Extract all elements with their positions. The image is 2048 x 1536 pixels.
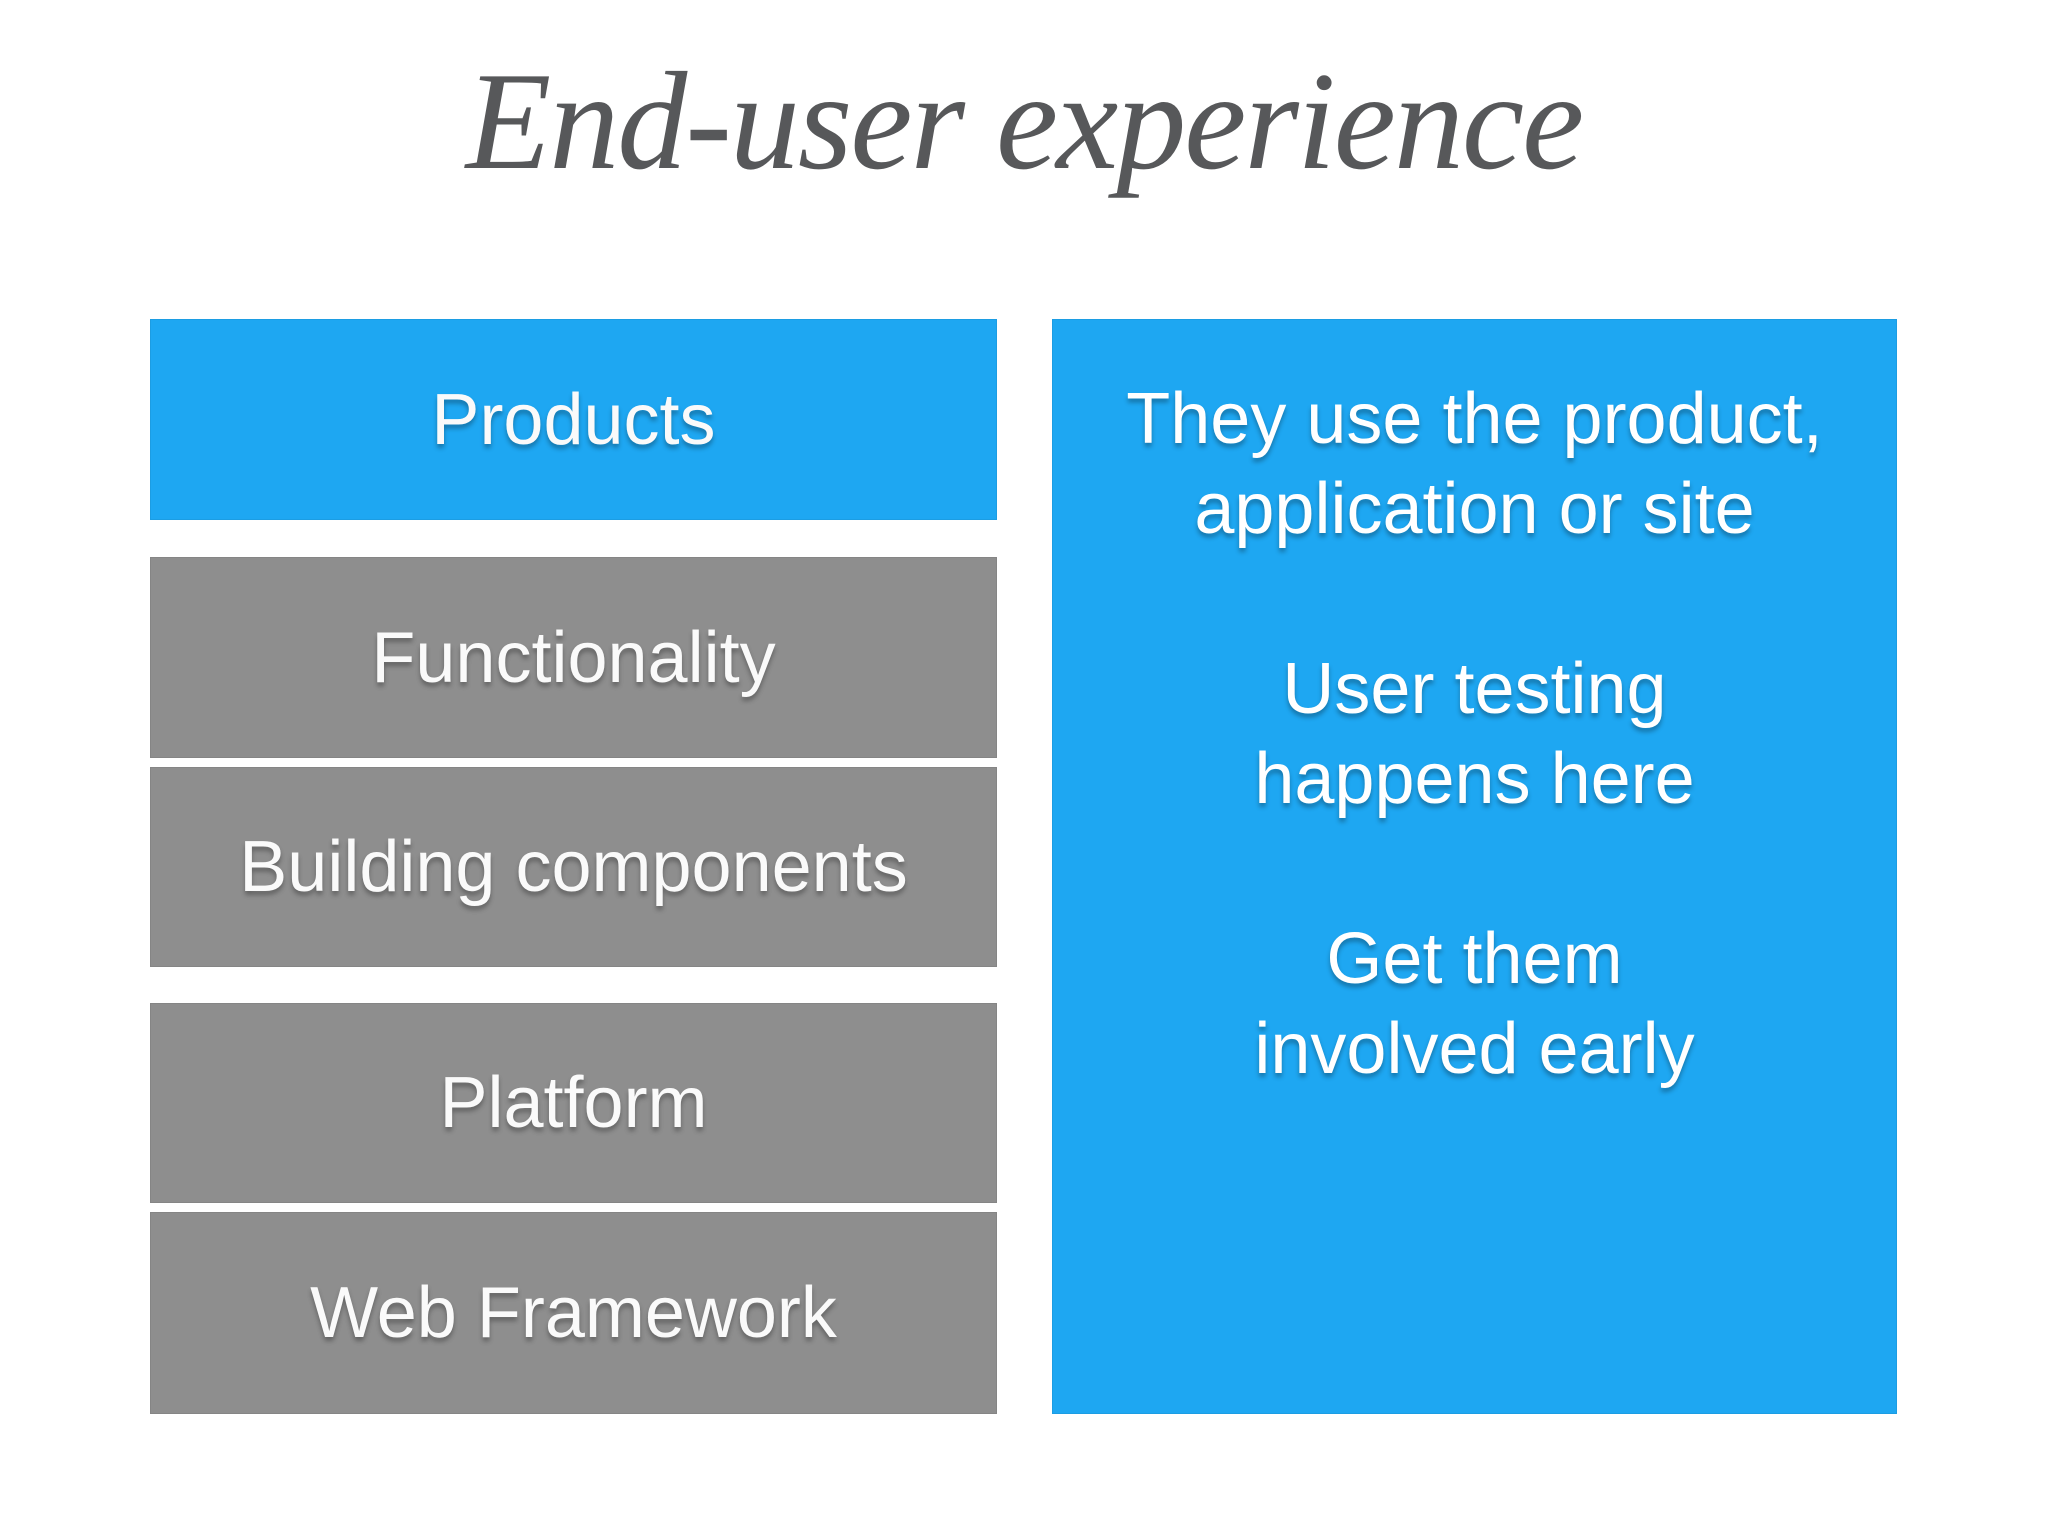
stack-box-building-components: Building components <box>150 767 997 967</box>
stack-box-products-label: Products <box>431 379 716 460</box>
panel-paragraph-involve-early: Get them involved early <box>1254 919 1695 1089</box>
stack-box-web-framework-label: Web Framework <box>310 1273 837 1353</box>
stack-box-functionality-label: Functionality <box>371 617 776 698</box>
slide-title: End-user experience <box>465 44 1584 199</box>
stack-box-platform: Platform <box>150 1003 997 1203</box>
end-user-notes-panel: They use the product, application or sit… <box>1052 319 1897 1414</box>
stack-box-building-components-label: Building components <box>239 827 908 907</box>
stack-box-functionality: Functionality <box>150 557 997 758</box>
panel-paragraph-user-testing: User testing happens here <box>1254 649 1695 819</box>
panel-paragraph-use-product: They use the product, application or sit… <box>1126 379 1823 549</box>
stack-box-web-framework: Web Framework <box>150 1212 997 1414</box>
stack-box-products: Products <box>150 319 997 520</box>
stack-box-platform-label: Platform <box>439 1063 708 1143</box>
